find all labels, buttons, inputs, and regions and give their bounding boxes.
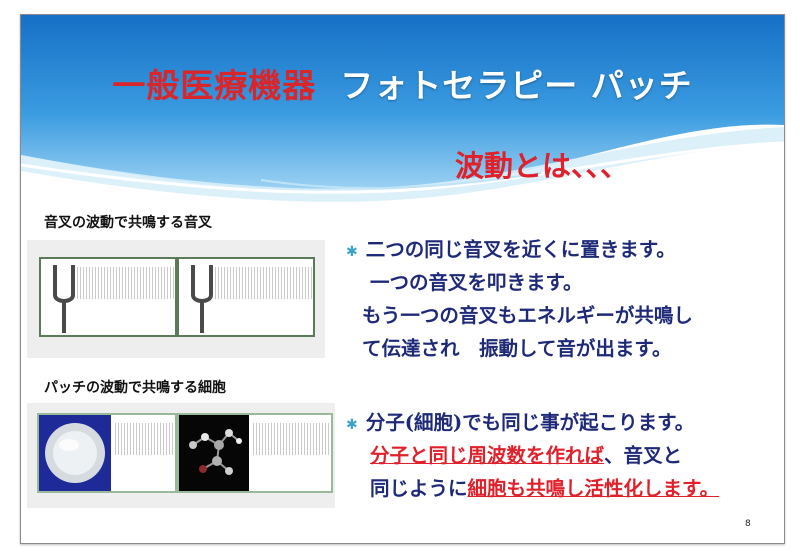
tuning-fork-icon — [53, 265, 75, 333]
wave-stripes — [115, 423, 173, 455]
wave-stripes — [253, 423, 329, 455]
sound-wave-stripes — [215, 267, 313, 299]
tuning-fork-box-left — [39, 257, 177, 337]
tuning-fork-icon — [191, 265, 213, 333]
highlight-same-frequency: 分子と同じ周波数を作れば — [370, 444, 605, 467]
molecule-icon — [179, 415, 249, 491]
bullet-1-line-2: 一つの音叉を叩きます。 — [370, 271, 583, 294]
slide-frame: 一般医療機器フォトセラピー パッチ 波動とは、、、 音叉の波動で共鳴する音叉 パ… — [20, 14, 785, 544]
title-product-name: フォトセラピー パッチ — [340, 66, 693, 105]
sound-wave-stripes — [77, 267, 175, 299]
slide-title: 一般医療機器フォトセラピー パッチ — [21, 59, 784, 107]
tuning-fork-box-right — [177, 257, 315, 337]
patch-box — [37, 413, 177, 493]
bullet-1-line-4: て伝達され 振動して音が出ます。 — [362, 337, 672, 360]
bullet-2-line-1: ✱分子(細胞)でも同じ事が起こります。 — [346, 411, 695, 434]
bullet-2-line-2: 分子と同じ周波数を作れば、音叉と — [370, 444, 683, 467]
bullet-1-line-1: ✱二つの同じ音叉を近くに置きます。 — [346, 238, 676, 261]
page-number: 8 — [745, 519, 751, 529]
title-device-class: 一般医療機器 — [112, 66, 317, 105]
star-bullet-icon: ✱ — [346, 244, 358, 260]
petri-dish-icon — [39, 415, 111, 491]
highlight-cell-activation: 細胞も共鳴し活性化します — [467, 477, 700, 500]
star-bullet-icon: ✱ — [346, 417, 358, 433]
bullet-2-line-3: 同じように細胞も共鳴し活性化します。 — [370, 477, 720, 500]
slide-subtitle: 波動とは、、、 — [455, 149, 630, 183]
header-wave-background — [21, 15, 784, 202]
caption-patch-cells: パッチの波動で共鳴する細胞 — [44, 380, 226, 396]
caption-tuning-fork: 音叉の波動で共鳴する音叉 — [44, 215, 212, 231]
cell-box — [177, 413, 333, 493]
bullet-1-line-3: もう一つの音叉もエネルギーが共鳴し — [362, 304, 693, 327]
